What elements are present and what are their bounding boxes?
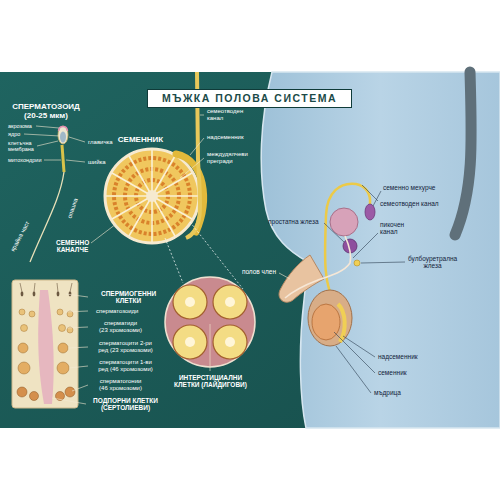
anatomy-label: сперматогонии (46 хромозоми) [99, 378, 142, 392]
urethra [285, 236, 351, 298]
anatomy-label: клетъчна мембрана [8, 140, 34, 153]
leader-lines [324, 185, 405, 393]
anatomy-label: междудялчеви прегради [207, 151, 248, 165]
anatomy-label: сперматоцити 1-ви ред (46 хромозоми) [98, 359, 153, 373]
anatomy-label: сперматозоиди [96, 308, 140, 315]
mediastinum [146, 190, 158, 202]
rectum [455, 72, 471, 235]
anatomy-label: семенник [378, 369, 408, 376]
sperm-heads [21, 292, 72, 297]
anatomy-label: митохондрии [8, 157, 43, 163]
poster-title: МЪЖКА ПОЛОВА СИСТЕМА [147, 89, 352, 108]
anatomy-label: семенно мехурче [383, 184, 437, 191]
testis [312, 304, 340, 340]
sperm-midpiece [62, 145, 64, 172]
anatomy-label: пикочен канал [380, 221, 404, 236]
anatomy-label: сперматоцити 2-ри ред (23 хромозоми) [98, 340, 153, 354]
anatomy-label: булбоуретрална жлеза [408, 255, 457, 270]
sperm-tails [20, 283, 72, 292]
sperm-nucleus [60, 132, 66, 143]
spermatogonia [17, 387, 75, 401]
body-silhouette [261, 72, 500, 428]
anatomy-label: главичка [88, 139, 114, 146]
bladder [330, 208, 358, 236]
acrosome [59, 127, 68, 132]
testis-section [105, 149, 199, 243]
poster-ground [0, 72, 500, 428]
anatomy-label: простатна жлеза [268, 218, 320, 225]
sperm-head [58, 126, 68, 144]
anatomy-label: опашка [66, 197, 79, 220]
anatomy-label: надсеменник [207, 134, 245, 141]
anatomy-label: семеотводен канал [380, 200, 440, 207]
leader-lines [24, 115, 290, 404]
septa [106, 150, 198, 242]
anatomy-label: сперматиди (23 хромозоми) [99, 320, 142, 334]
anatomy-label: полов член [240, 268, 276, 275]
section-heading: СЕМЕННО КАНАЛЧЕ [56, 239, 89, 254]
section-heading: ИНТЕРСТИЦИАЛНИ КЛЕТКИ (ЛАЙДИГОВИ) [174, 374, 247, 389]
bulbourethral-gland [354, 260, 360, 266]
anatomy-label: надсеменник [378, 353, 419, 360]
anatomy-label: ядро [8, 131, 22, 137]
section-heading: СПЕРМИОГЕННИ КЛЕТКИ [101, 290, 156, 305]
section-heading: ПОДПОРНИ КЛЕТКИ (СЕРТОЛИЕВИ) [93, 397, 158, 412]
sertoli-cell [38, 290, 53, 404]
section-heading: СЕМЕННИК [117, 135, 164, 144]
magnify-line [165, 238, 183, 283]
section-heading: СПЕРМАТОЗОИД (20-25 мкм) [12, 102, 80, 120]
spermatocytes [18, 343, 69, 374]
spermatids [19, 309, 73, 333]
anatomy-label: шийка [88, 159, 107, 166]
tubule-wall [12, 280, 78, 408]
anatomy-label: крайна част [9, 219, 32, 253]
anatomy-label: мъдрица [374, 389, 402, 396]
anatomy-label: семеотводен канал [207, 108, 243, 122]
seminal-vesicle [365, 204, 375, 220]
anatomy-label: акрозома [8, 123, 33, 129]
